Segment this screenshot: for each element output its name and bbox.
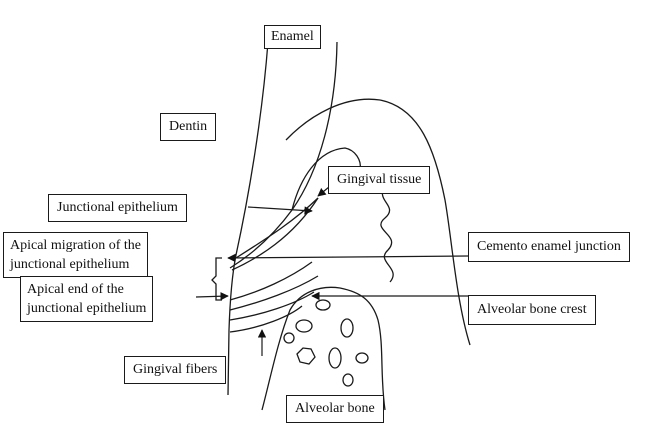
- enamel-inner-outline: [230, 42, 337, 268]
- marrow-space: [316, 300, 330, 310]
- label-cemento-enamel-junction: Cemento enamel junction: [468, 232, 630, 262]
- apical-end-line-2: junctional epithelium: [27, 299, 146, 318]
- marrow-space: [297, 348, 315, 364]
- label-alveolar-bone-crest: Alveolar bone crest: [468, 295, 596, 325]
- marrow-space: [296, 320, 312, 332]
- label-gingival-fibers: Gingival fibers: [124, 356, 226, 384]
- apical-migration-bracket: [212, 258, 222, 300]
- label-gingival-tissue: Gingival tissue: [328, 166, 430, 194]
- gingival-fiber-2: [230, 276, 318, 310]
- gingiva-outer-contour: [286, 99, 470, 345]
- marrow-space: [341, 319, 353, 337]
- gingival-fiber-1: [230, 262, 312, 300]
- apical-migration-line-1: Apical migration of the: [10, 236, 141, 255]
- label-dentin: Dentin: [160, 113, 216, 141]
- arrow-junctional-epithelium: [248, 207, 312, 211]
- gingival-fiber-4: [230, 306, 302, 332]
- marrow-space: [356, 353, 368, 363]
- apical-migration-line-2: junctional epithelium: [10, 255, 141, 274]
- arrow-apical-end: [196, 296, 228, 297]
- label-enamel: Enamel: [264, 25, 321, 49]
- label-junctional-epithelium: Junctional epithelium: [48, 194, 187, 222]
- label-apical-migration: Apical migration of the junctional epith…: [3, 232, 148, 278]
- marrow-space: [343, 374, 353, 386]
- marrow-space: [329, 348, 341, 368]
- arrow-cemento-enamel-junction: [228, 256, 468, 258]
- marrow-space: [284, 333, 294, 343]
- label-alveolar-bone: Alveolar bone: [286, 395, 384, 423]
- epithelial-ridge-wave: [381, 185, 393, 282]
- apical-end-line-1: Apical end of the: [27, 280, 146, 299]
- alveolar-bone-outline: [262, 287, 385, 410]
- label-apical-end: Apical end of the junctional epithelium: [20, 276, 153, 322]
